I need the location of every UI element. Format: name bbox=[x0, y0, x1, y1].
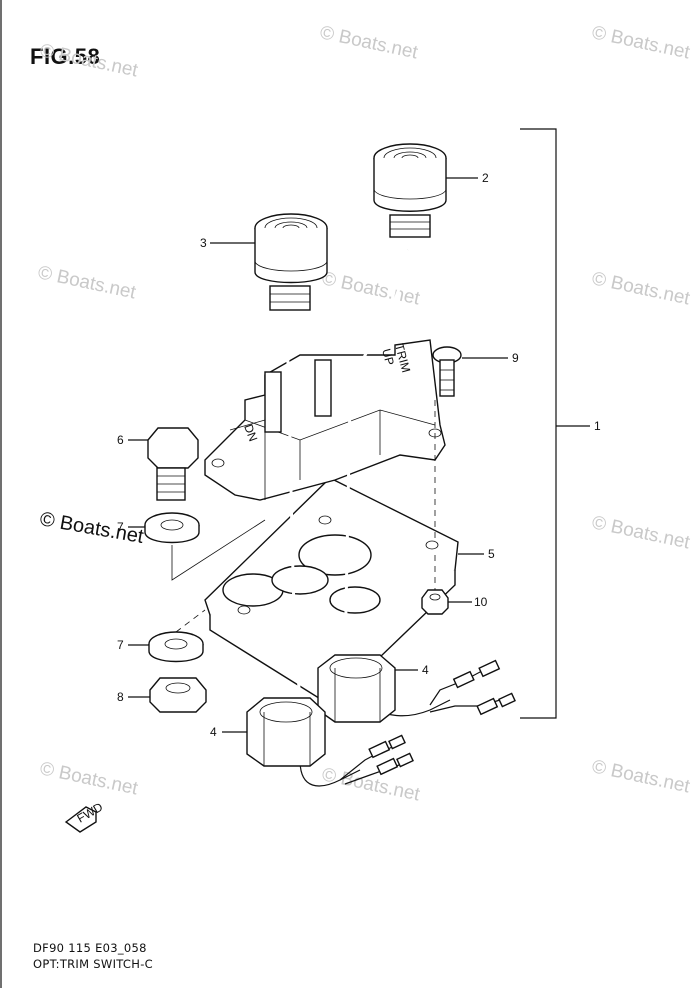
plate bbox=[204, 477, 459, 706]
screw bbox=[432, 346, 462, 397]
alignment-lines bbox=[171, 400, 436, 633]
up-switch bbox=[373, 143, 447, 238]
embossed-dn: DN bbox=[241, 422, 260, 443]
callout-2: 2 bbox=[482, 171, 489, 185]
bolt bbox=[147, 427, 199, 501]
callout-7a: 7 bbox=[117, 520, 124, 534]
callout-6: 6 bbox=[117, 433, 124, 447]
assembly-bracket bbox=[520, 128, 590, 719]
figure-name: OPT:TRIM SWITCH-C bbox=[33, 957, 153, 971]
callouts: 2 3 9 6 7 5 10 7 4 8 4 1 bbox=[117, 171, 601, 739]
nut-lower bbox=[246, 697, 326, 767]
callout-1: 1 bbox=[594, 419, 601, 433]
callout-4a: 4 bbox=[422, 663, 429, 677]
callout-7b: 7 bbox=[117, 638, 124, 652]
nut-tiny bbox=[421, 589, 449, 615]
embossed-up: UP bbox=[379, 347, 397, 367]
nut-small bbox=[149, 677, 207, 713]
nut-upper bbox=[317, 654, 396, 723]
down-switch bbox=[254, 213, 328, 311]
switch-holder: TRIM UP DN bbox=[204, 339, 446, 501]
callout-8: 8 bbox=[117, 690, 124, 704]
model-code: DF90 115 E03_058 bbox=[33, 941, 147, 955]
wire-connectors bbox=[339, 659, 516, 785]
callout-4b: 4 bbox=[210, 725, 217, 739]
callout-9: 9 bbox=[512, 351, 519, 365]
callout-10: 10 bbox=[474, 595, 488, 609]
fwd-arrow-icon: FWD bbox=[64, 800, 105, 833]
figure-title: FIG.58 bbox=[30, 44, 101, 69]
callout-3: 3 bbox=[200, 236, 207, 250]
washer-lower bbox=[148, 631, 204, 663]
callout-5: 5 bbox=[488, 547, 495, 561]
washer-upper bbox=[144, 512, 200, 544]
